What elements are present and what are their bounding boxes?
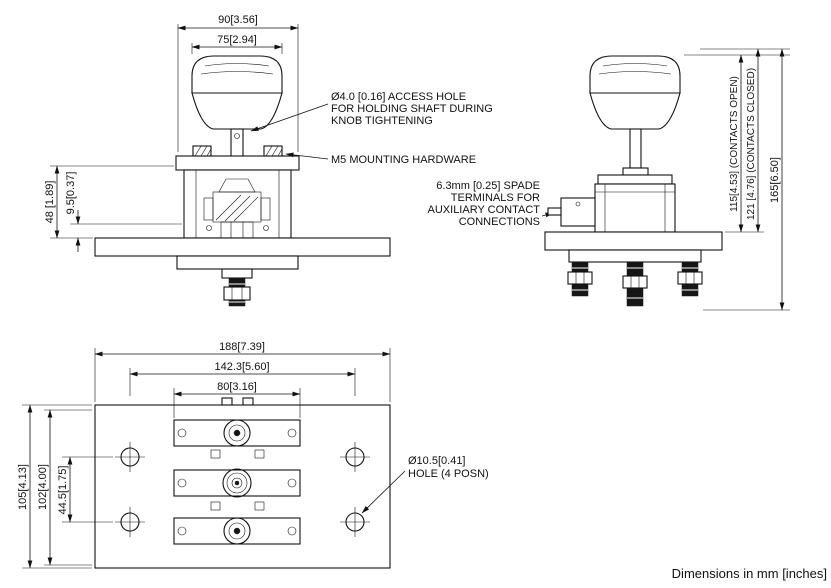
side-aux-contact-block bbox=[547, 197, 596, 227]
plan-corner-holes bbox=[115, 442, 370, 537]
side-view: 115[4.53] (CONTACTS OPEN) 121 [4.76] (CO… bbox=[544, 48, 790, 311]
dim-front-body-height: 48 [1.89] bbox=[44, 181, 56, 224]
annotation-mounting-hardware-text: M5 MOUNTING HARDWARE bbox=[331, 154, 476, 166]
side-shaft bbox=[622, 128, 649, 176]
side-terminal-studs bbox=[567, 261, 703, 307]
m5-screw-right bbox=[263, 145, 283, 157]
dim-front-knob-width: 75[2.94] bbox=[217, 34, 257, 46]
spade-terminal bbox=[547, 207, 562, 216]
plan-dimension-lines bbox=[27, 351, 391, 569]
annotation-access-hole-line1: Ø4.0 [0.16] ACCESS HOLE bbox=[331, 91, 466, 103]
annotation-access-hole-line3: KNOB TIGHTENING bbox=[331, 115, 433, 127]
plan-view: 188[7.39] 142.3[5.60] 80[3.16] 105[4.13]… bbox=[17, 341, 489, 569]
annotation-corner-hole-line1: Ø10.5[0.41] bbox=[408, 455, 466, 467]
dim-plan-overall-depth: 105[4.13] bbox=[17, 464, 29, 510]
annotation-spade-line1: 6.3mm [0.25] SPADE bbox=[436, 180, 540, 192]
annotation-spade-terminals: 6.3mm [0.25] SPADE TERMINALS FOR AUXILIA… bbox=[428, 180, 554, 228]
annotation-spade-line2: TERMINALS FOR bbox=[451, 192, 540, 204]
dim-side-contacts-closed: 121 [4.76] (CONTACTS CLOSED) bbox=[746, 68, 757, 220]
front-shaft bbox=[230, 128, 244, 159]
annotation-spade-line3: AUXILIARY CONTACT bbox=[428, 204, 541, 216]
terminal-middle bbox=[177, 468, 297, 498]
annotation-mounting-hardware: M5 MOUNTING HARDWARE bbox=[285, 152, 476, 166]
dim-side-overall-height: 165[6.50] bbox=[769, 157, 781, 203]
m5-screw-left bbox=[192, 145, 212, 157]
front-mounting-flange bbox=[175, 145, 300, 171]
side-knob bbox=[589, 55, 681, 130]
mounting-hole bbox=[340, 507, 370, 537]
annotation-corner-hole: Ø10.5[0.41] HOLE (4 POSN) bbox=[361, 455, 489, 514]
annotation-spade-line4: CONNECTIONS bbox=[459, 216, 540, 228]
side-mounting-panel bbox=[544, 231, 723, 263]
mounting-hole bbox=[115, 507, 145, 537]
annotation-access-hole: Ø4.0 [0.16] ACCESS HOLE FOR HOLDING SHAF… bbox=[250, 91, 493, 132]
side-dimension-lines bbox=[738, 48, 785, 311]
dim-plan-overall-width: 188[7.39] bbox=[219, 341, 265, 353]
front-base-and-stud bbox=[176, 255, 299, 307]
side-extension-lines bbox=[684, 48, 790, 311]
dim-plan-busbar-width: 80[3.16] bbox=[217, 381, 257, 393]
dim-plan-hole-spacing-y: 44.5[1.75] bbox=[57, 466, 69, 515]
front-dimension-lines bbox=[54, 25, 299, 252]
front-mounting-panel bbox=[94, 237, 391, 257]
annotation-corner-hole-line2: HOLE (4 POSN) bbox=[408, 468, 489, 480]
mounting-hole bbox=[340, 442, 370, 472]
front-body bbox=[183, 169, 292, 239]
plan-busbars bbox=[173, 419, 301, 545]
dim-plan-plate-depth: 102[4.00] bbox=[37, 464, 49, 510]
terminal-top bbox=[177, 419, 297, 447]
dim-front-flange-width: 90[3.56] bbox=[218, 14, 258, 26]
dim-plan-hole-spacing-x: 142.3[5.60] bbox=[214, 361, 269, 373]
dim-front-recess-depth: 9.5[0.37] bbox=[65, 172, 77, 215]
mounting-hole bbox=[115, 442, 145, 472]
side-body bbox=[594, 174, 676, 233]
terminal-bottom bbox=[177, 517, 297, 545]
front-view: 90[3.56] 75[2.94] 48 [1.89] 9.5[0.37] bbox=[44, 14, 391, 307]
access-hole bbox=[234, 133, 240, 139]
annotation-access-hole-line2: FOR HOLDING SHAFT DURING bbox=[331, 103, 493, 115]
front-knob bbox=[191, 55, 283, 130]
footer-units-note: Dimensions in mm [inches] bbox=[672, 566, 827, 581]
dim-side-contacts-open: 115[4.53] (CONTACTS OPEN) bbox=[729, 76, 740, 212]
